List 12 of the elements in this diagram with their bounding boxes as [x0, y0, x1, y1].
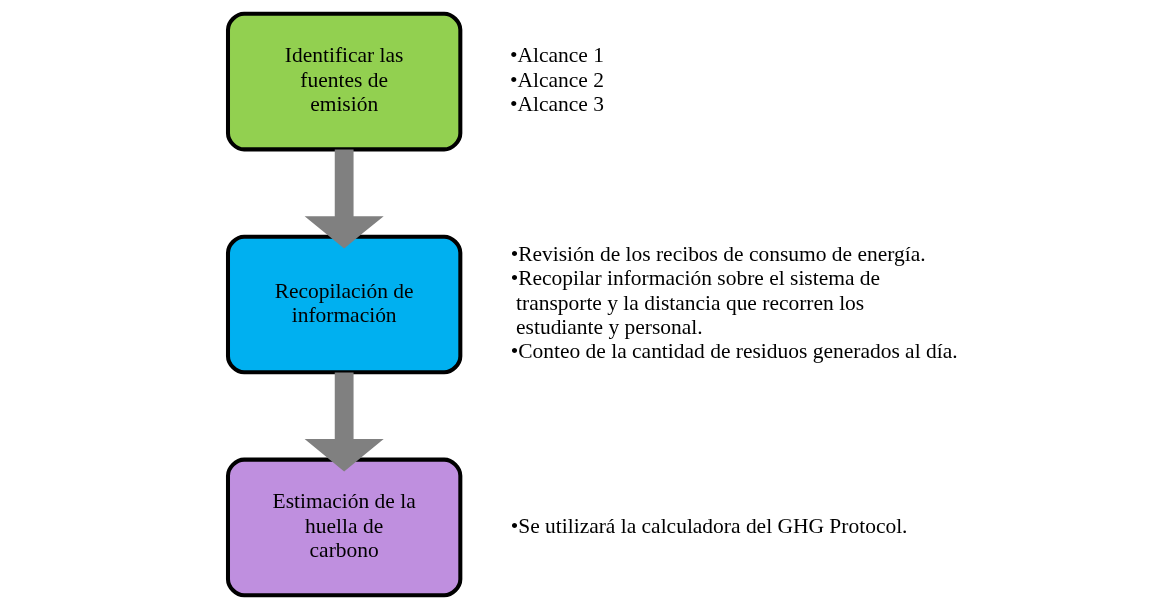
- node-label: •Revisión de los recibos de consumo de energía.: [510, 242, 926, 267]
- node-label: •Se utilizará la calculadora del GHG Protocol.: [510, 513, 907, 538]
- node-label: •Alcance 2: [509, 67, 604, 92]
- arrow: [304, 149, 384, 249]
- node-label: •Conteo de la cantidad de residuos generados al día.: [510, 338, 958, 363]
- node-label: •Alcance 3: [509, 91, 604, 116]
- node-label: •Alcance 1: [509, 43, 604, 68]
- node-label: •Recopilar información sobre el sistema de transporte y la distancia que recorren los estudiante y personal.: [510, 266, 880, 339]
- node-box: Estimación de la huella de carbono: [225, 457, 462, 598]
- arrow: [304, 372, 384, 472]
- node-box: Recopilación de información: [225, 234, 462, 375]
- node-box: Identificar las fuentes de emisión: [225, 11, 462, 152]
